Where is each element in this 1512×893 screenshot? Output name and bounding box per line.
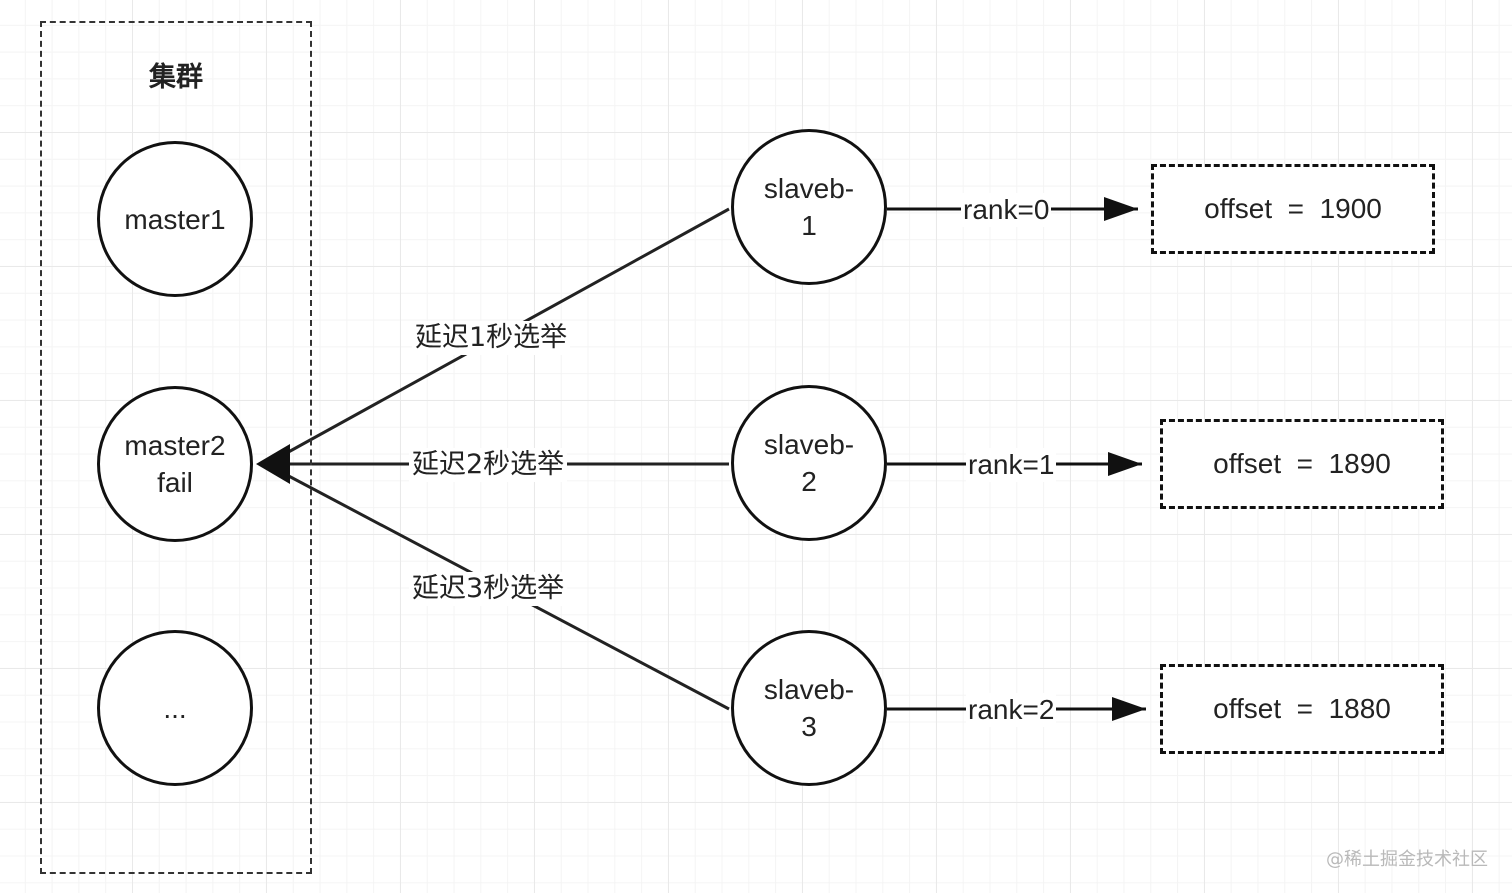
rank-arrowhead-1 [1104, 197, 1138, 221]
slave-node-1: slaveb- 1 [731, 129, 887, 285]
ellipsis-node: ... [97, 630, 253, 786]
rank-label-1: rank=0 [961, 193, 1052, 227]
arrowhead-into-master2 [256, 444, 290, 484]
offset-box-1: offset = 1900 [1151, 164, 1435, 254]
cluster-title: 集群 [149, 62, 203, 93]
offset-box-3: offset = 1880 [1160, 664, 1444, 754]
rank-label-3: rank=2 [966, 693, 1057, 727]
rank-arrowhead-3 [1112, 697, 1146, 721]
election-label-2: 延迟2秒选举 [409, 448, 568, 482]
master2-node: master2 fail [97, 386, 253, 542]
watermark-text: @稀土掘金技术社区 [1326, 849, 1488, 870]
election-label-3: 延迟3秒选举 [409, 572, 568, 606]
rank-label-2: rank=1 [966, 448, 1057, 482]
offset-box-2: offset = 1890 [1160, 419, 1444, 509]
election-label-1: 延迟1秒选举 [412, 321, 571, 355]
slave-node-3: slaveb- 3 [731, 630, 887, 786]
master1-node: master1 [97, 141, 253, 297]
cluster-container [40, 21, 312, 874]
rank-arrowhead-2 [1108, 452, 1142, 476]
slave-node-2: slaveb- 2 [731, 385, 887, 541]
